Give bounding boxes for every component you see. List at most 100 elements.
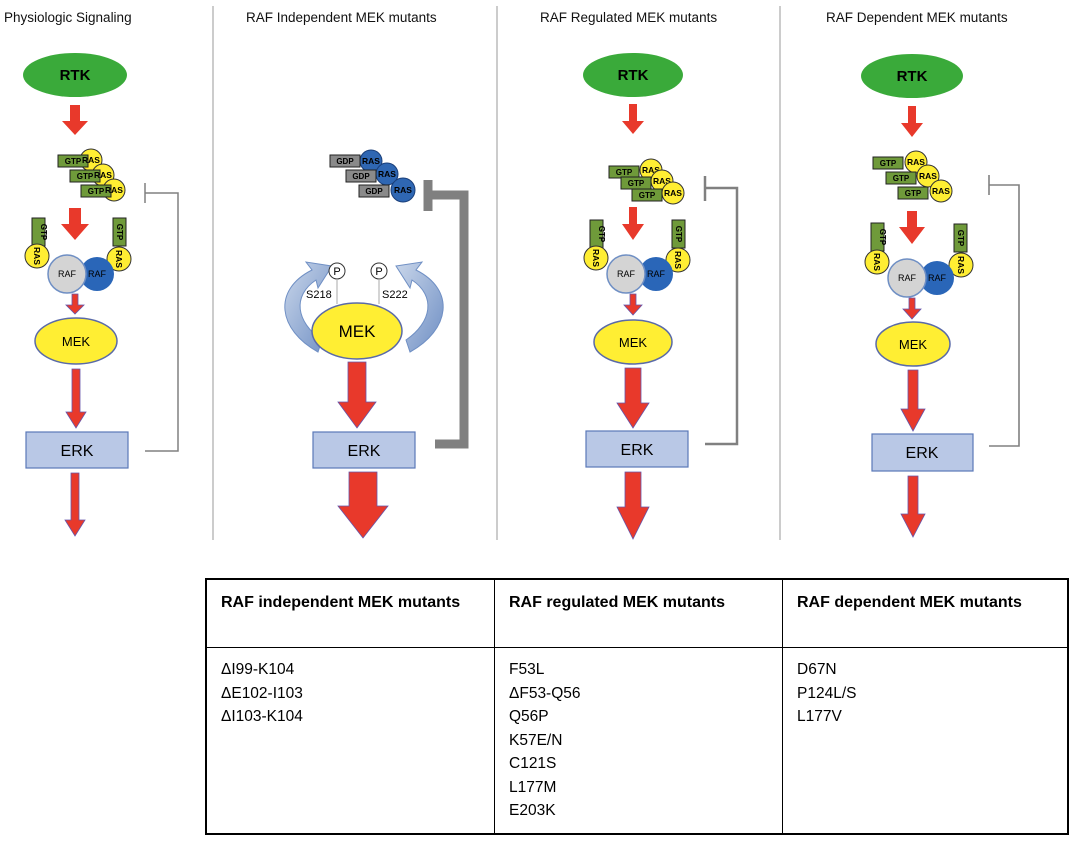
mek-node: [593, 319, 673, 365]
svg-text:RAS: RAS: [394, 185, 412, 195]
panel-raf-dependent: RTK GTP RAS GTP RAS GTP RAS GTP RAS GTP: [861, 54, 1020, 538]
erk-node: [585, 430, 689, 468]
erk-label: ERK: [61, 443, 94, 460]
mutation-item: L177M: [509, 778, 557, 796]
svg-text:GTP: GTP: [39, 224, 48, 241]
mutation-item: L177V: [797, 708, 842, 725]
svg-text:GTP: GTP: [88, 187, 105, 196]
svg-text:RAS: RAS: [919, 171, 937, 181]
arrow-erk-out: [616, 471, 650, 540]
panel-title-raf-regulated: RAF Regulated MEK mutants: [540, 10, 717, 25]
mutation-item: P124L/S: [797, 684, 857, 702]
svg-text:RAF: RAF: [617, 269, 636, 279]
mutation-item: ΔI99-K104: [221, 661, 295, 678]
table-cell-raf-dependent: D67N P124L/S L177V: [783, 648, 1067, 835]
arrow-ras-raf: [622, 207, 644, 240]
arrow-raf-mek: [623, 293, 643, 316]
table-cell-raf-regulated: F53L ΔF53-Q56 Q56P K57E/N C121S L177M E2…: [495, 648, 783, 835]
raf-dimer: GTP RAS GTP RAS RAF RAF: [864, 222, 974, 298]
svg-text:P: P: [375, 266, 382, 278]
svg-text:RAS: RAS: [872, 253, 882, 271]
mutation-item: ΔE102-I103: [221, 684, 303, 702]
panel-title-physiologic: Physiologic Signaling: [4, 10, 132, 25]
ras-gtp-cluster: GTP RAS GTP RAS GTP RAS: [608, 158, 685, 205]
svg-text:RAS: RAS: [932, 186, 950, 196]
svg-text:RAS: RAS: [653, 176, 671, 186]
svg-text:GTP: GTP: [616, 168, 633, 177]
svg-text:P: P: [333, 266, 340, 278]
panel-physiologic: RTK GTP RAS GTP RAS GTP RAS GTP RAS GTP: [23, 53, 179, 537]
panel-raf-regulated: RTK GTP RAS GTP RAS GTP RAS GTP RAS GTP: [583, 53, 739, 540]
mutation-table: RAF independent MEK mutants RAF regulate…: [205, 578, 1069, 835]
ras-gtp-cluster: GTP RAS GTP RAS GTP RAS: [57, 148, 126, 202]
feedback-inhibition: [428, 190, 469, 449]
rtk-node: [861, 54, 963, 98]
svg-text:RAS: RAS: [114, 250, 124, 268]
svg-text:GTP: GTP: [77, 172, 94, 181]
feedback-inhibition: [145, 192, 179, 452]
rtk-label: RTK: [618, 67, 649, 84]
erk-label: ERK: [348, 443, 381, 460]
ras-gtp-cluster: GTP RAS GTP RAS GTP RAS: [872, 150, 953, 203]
erk-node: [25, 431, 129, 469]
feedback-inhibition: [705, 186, 739, 446]
svg-text:RAS: RAS: [956, 256, 966, 274]
raf-dimer: GTP RAS GTP RAS RAF RAF: [24, 217, 132, 294]
svg-text:RAF: RAF: [58, 269, 77, 279]
svg-text:RAS: RAS: [378, 169, 396, 179]
svg-text:GTP: GTP: [115, 224, 124, 241]
arrow-erk-out: [337, 471, 389, 539]
site-s222-label: S222: [382, 289, 408, 301]
mutation-item: ΔI103-K104: [221, 708, 303, 725]
svg-text:RAF: RAF: [898, 273, 917, 283]
arrow-mek-erk: [65, 368, 87, 429]
mek-node: [34, 317, 118, 365]
panel-title-raf-independent: RAF Independent MEK mutants: [246, 10, 437, 25]
panel-raf-independent: GDP RAS GDP RAS GDP RAS P P S218 S222 ME…: [284, 149, 469, 539]
svg-text:GTP: GTP: [893, 174, 910, 183]
mek-label: MEK: [62, 334, 91, 349]
mutation-item: Q56P: [509, 708, 549, 725]
mek-label: MEK: [619, 335, 648, 350]
arrow-raf-mek: [65, 293, 85, 315]
mutation-item: F53L: [509, 661, 545, 678]
svg-text:RAF: RAF: [88, 269, 107, 279]
mek-node: [311, 302, 403, 360]
svg-text:GTP: GTP: [905, 189, 922, 198]
svg-text:RAS: RAS: [591, 249, 601, 267]
mek-label: MEK: [339, 322, 377, 341]
svg-text:RAF: RAF: [647, 269, 666, 279]
arrow-raf-mek: [902, 297, 922, 320]
svg-text:RAS: RAS: [105, 185, 123, 195]
svg-text:GTP: GTP: [65, 157, 82, 166]
mutation-item: C121S: [509, 755, 557, 772]
svg-text:RAS: RAS: [82, 155, 100, 165]
autophosphorylation-arrow-left: [284, 261, 333, 353]
svg-text:GTP: GTP: [880, 159, 897, 168]
erk-label: ERK: [621, 442, 654, 459]
mek-node: [875, 321, 951, 367]
mutation-item: E203K: [509, 802, 556, 819]
mutation-item: K57E/N: [509, 731, 563, 749]
arrow-mek-erk: [337, 361, 377, 429]
arrow-mek-erk: [616, 367, 650, 429]
svg-text:RAS: RAS: [362, 156, 380, 166]
arrow-rtk-ras: [622, 104, 644, 134]
svg-text:RAS: RAS: [642, 165, 660, 175]
autophosphorylation-arrow-right: [395, 261, 444, 353]
table-header-raf-dependent: RAF dependent MEK mutants: [783, 580, 1067, 648]
erk-node: [871, 433, 974, 472]
arrow-rtk-ras: [901, 106, 923, 137]
svg-text:GDP: GDP: [352, 172, 370, 181]
site-s218-label: S218: [306, 289, 332, 301]
arrow-erk-out: [900, 475, 926, 538]
signaling-diagram: Physiologic Signaling RAF Independent ME…: [4, 6, 1020, 540]
erk-label: ERK: [906, 445, 939, 462]
svg-text:RAS: RAS: [664, 188, 682, 198]
svg-text:GTP: GTP: [674, 226, 683, 243]
erk-node: [312, 431, 416, 469]
arrow-ras-raf: [899, 211, 925, 244]
svg-text:RAF: RAF: [928, 273, 947, 283]
mutation-item: ΔF53-Q56: [509, 684, 581, 702]
mek-label: MEK: [899, 337, 928, 352]
